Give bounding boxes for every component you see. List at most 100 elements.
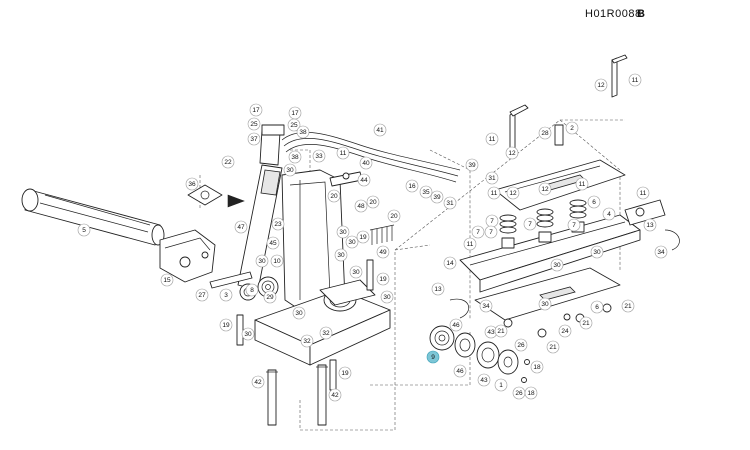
callout-18[interactable]: 18: [524, 386, 538, 400]
callout-21[interactable]: 21: [546, 340, 560, 354]
callout-30[interactable]: 30: [590, 245, 604, 259]
callout-20[interactable]: 20: [327, 189, 341, 203]
callout-30[interactable]: 30: [345, 235, 359, 249]
callout-6[interactable]: 6: [590, 300, 604, 314]
callout-ring: [405, 179, 419, 193]
callout-21[interactable]: 21: [579, 316, 593, 330]
callout-14[interactable]: 14: [443, 256, 457, 270]
callout-17[interactable]: 17: [288, 106, 302, 120]
callout-39[interactable]: 39: [430, 190, 444, 204]
callout-42[interactable]: 42: [251, 375, 265, 389]
callout-46[interactable]: 46: [449, 318, 463, 332]
callout-7[interactable]: 7: [567, 218, 581, 232]
callout-7[interactable]: 7: [523, 217, 537, 231]
callout-48[interactable]: 48: [354, 199, 368, 213]
callout-30[interactable]: 30: [550, 258, 564, 272]
callout-34[interactable]: 34: [654, 245, 668, 259]
callout-32[interactable]: 32: [319, 326, 333, 340]
callout-33[interactable]: 33: [312, 149, 326, 163]
callout-6[interactable]: 6: [587, 195, 601, 209]
callout-11[interactable]: 11: [463, 237, 477, 251]
callout-30[interactable]: 30: [538, 297, 552, 311]
callout-number: 39: [433, 194, 441, 201]
callout-30[interactable]: 30: [334, 248, 348, 262]
callout-16[interactable]: 16: [405, 179, 419, 193]
callout-42[interactable]: 42: [328, 388, 342, 402]
callout-36[interactable]: 36: [185, 177, 199, 191]
callout-40[interactable]: 40: [359, 156, 373, 170]
callout-22[interactable]: 22: [221, 155, 235, 169]
callout-11[interactable]: 11: [636, 186, 650, 200]
callout-13[interactable]: 13: [431, 282, 445, 296]
callout-35[interactable]: 35: [419, 185, 433, 199]
callout-number: 46: [456, 368, 464, 375]
callout-5[interactable]: 5: [77, 223, 91, 237]
callout-25[interactable]: 25: [287, 118, 301, 132]
callout-15[interactable]: 15: [160, 273, 174, 287]
callout-11[interactable]: 11: [575, 177, 589, 191]
callout-23[interactable]: 23: [271, 217, 285, 231]
callout-27[interactable]: 27: [195, 288, 209, 302]
callout-8[interactable]: 8: [245, 283, 259, 297]
callout-41[interactable]: 41: [373, 123, 387, 137]
callout-12[interactable]: 12: [538, 182, 552, 196]
callout-12[interactable]: 12: [506, 186, 520, 200]
callout-39[interactable]: 39: [465, 158, 479, 172]
callout-13[interactable]: 13: [643, 218, 657, 232]
callout-34[interactable]: 34: [479, 299, 493, 313]
callout-9-highlighted[interactable]: 9: [426, 350, 440, 364]
callout-2[interactable]: 2: [565, 121, 579, 135]
callout-37[interactable]: 37: [247, 132, 261, 146]
callout-20[interactable]: 20: [387, 209, 401, 223]
callout-7[interactable]: 7: [471, 225, 485, 239]
callout-30[interactable]: 30: [255, 254, 269, 268]
callout-24[interactable]: 24: [558, 324, 572, 338]
callout-19[interactable]: 19: [376, 272, 390, 286]
callout-11[interactable]: 11: [336, 146, 350, 160]
callout-11[interactable]: 11: [485, 132, 499, 146]
callout-18[interactable]: 18: [530, 360, 544, 374]
callout-number: 26: [517, 342, 525, 349]
callout-45[interactable]: 45: [266, 236, 280, 250]
callout-19[interactable]: 19: [356, 230, 370, 244]
callout-29[interactable]: 29: [263, 290, 277, 304]
callout-31[interactable]: 31: [443, 196, 457, 210]
callout-ring: [654, 245, 668, 259]
callout-1[interactable]: 1: [494, 378, 508, 392]
callout-46[interactable]: 46: [453, 364, 467, 378]
callout-30[interactable]: 30: [336, 225, 350, 239]
callout-49[interactable]: 49: [376, 245, 390, 259]
callout-30[interactable]: 30: [292, 306, 306, 320]
callout-19[interactable]: 19: [338, 366, 352, 380]
callout-30[interactable]: 30: [283, 163, 297, 177]
callout-12[interactable]: 12: [594, 78, 608, 92]
callout-10[interactable]: 10: [270, 254, 284, 268]
callout-ring: [380, 290, 394, 304]
callout-43[interactable]: 43: [477, 373, 491, 387]
callout-25[interactable]: 25: [247, 117, 261, 131]
callout-44[interactable]: 44: [357, 173, 371, 187]
callout-12[interactable]: 12: [505, 146, 519, 160]
callout-31[interactable]: 31: [485, 171, 499, 185]
callout-32[interactable]: 32: [300, 334, 314, 348]
callout-38[interactable]: 38: [296, 125, 310, 139]
callout-20[interactable]: 20: [366, 195, 380, 209]
callout-30[interactable]: 30: [380, 290, 394, 304]
callout-38[interactable]: 38: [288, 150, 302, 164]
callout-4[interactable]: 4: [602, 207, 616, 221]
callout-7[interactable]: 7: [484, 225, 498, 239]
callout-11[interactable]: 11: [628, 73, 642, 87]
callout-11[interactable]: 11: [487, 186, 501, 200]
callout-17[interactable]: 17: [249, 103, 263, 117]
callout-19[interactable]: 19: [219, 318, 233, 332]
callout-21[interactable]: 21: [494, 324, 508, 338]
callout-3[interactable]: 3: [219, 288, 233, 302]
callout-7[interactable]: 7: [485, 214, 499, 228]
callout-30[interactable]: 30: [349, 265, 363, 279]
callout-21[interactable]: 21: [621, 299, 635, 313]
callout-28[interactable]: 28: [538, 126, 552, 140]
callout-30[interactable]: 30: [241, 327, 255, 341]
callout-47[interactable]: 47: [234, 220, 248, 234]
callout-26[interactable]: 26: [512, 386, 526, 400]
callout-26[interactable]: 26: [514, 338, 528, 352]
